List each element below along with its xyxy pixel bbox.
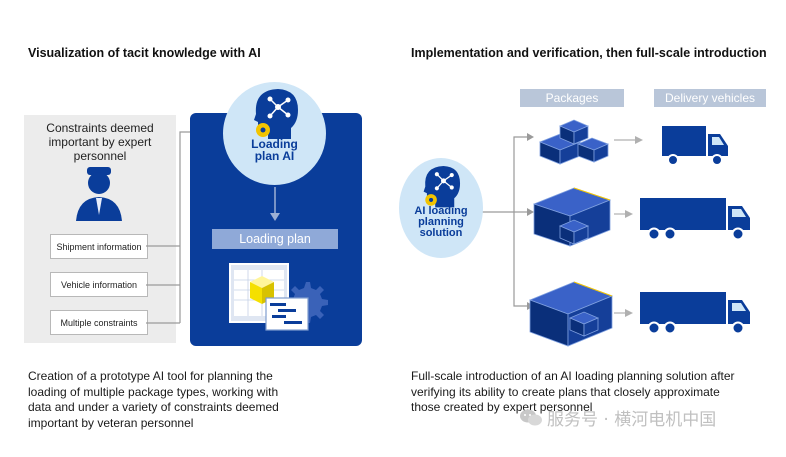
ai-solution-label-line1: AI loading — [414, 205, 468, 217]
constraint-multiple-constraints: Multiple constraints — [50, 310, 148, 335]
delivery-vehicles-tag: Delivery vehicles — [654, 89, 766, 107]
loading-plan-tag: Loading plan — [212, 229, 338, 249]
left-heading: Visualization of tacit knowledge with AI — [28, 46, 261, 60]
constraints-panel: Constraints deemed important by expert p… — [24, 115, 176, 343]
right-caption-line-2: verifying its ability to create plans th… — [411, 384, 720, 399]
package-stack-icon-medium — [532, 187, 612, 247]
ai-label-line1: Loading — [251, 137, 298, 151]
medium-truck-icon — [640, 198, 750, 241]
left-caption-line-1: Creation of a prototype AI tool for plan… — [28, 369, 273, 383]
right-caption: Full-scale introduction of an AI loading… — [411, 369, 776, 416]
ai-solution-label-line2: planning — [418, 216, 464, 228]
loading-plan-document-icon — [229, 263, 328, 331]
large-truck-icon — [640, 292, 750, 335]
left-caption-line-3: data and under a variety of constraints … — [28, 400, 279, 414]
expert-person-icon — [76, 167, 122, 221]
constraint-shipment-information: Shipment information — [50, 234, 148, 259]
loading-plan-ai-circle: Loading plan AI — [223, 82, 326, 185]
right-caption-line-3: those created by expert personnel — [411, 400, 593, 414]
small-truck-icon — [662, 126, 728, 166]
constraints-title: Constraints deemed important by expert p… — [46, 121, 154, 163]
right-caption-line-1: Full-scale introduction of an AI loading… — [411, 369, 735, 383]
left-caption: Creation of a prototype AI tool for plan… — [28, 369, 358, 431]
ai-head-icon — [253, 89, 298, 139]
ai-label-line2: plan AI — [254, 149, 295, 163]
watermark-text: 服务号 · 横河电机中国 — [547, 410, 717, 430]
wechat-icon — [520, 409, 542, 425]
package-stack-icon-large — [528, 281, 614, 347]
package-stack-icon-small — [538, 119, 610, 165]
packages-tag: Packages — [520, 89, 624, 107]
right-heading: Implementation and verification, then fu… — [411, 46, 767, 60]
watermark: 服务号 · 横河电机中国 — [519, 405, 716, 430]
ai-solution-circle: AI loading planning solution — [399, 158, 483, 258]
down-arrow-icon — [270, 187, 280, 221]
ai-solution-label-line3: solution — [419, 227, 463, 239]
left-caption-line-2: loading of multiple package types, worki… — [28, 384, 279, 399]
ai-solution-head-icon — [423, 165, 461, 208]
constraint-vehicle-information: Vehicle information — [50, 272, 148, 297]
left-caption-line-4: important by veteran personnel — [28, 415, 194, 430]
